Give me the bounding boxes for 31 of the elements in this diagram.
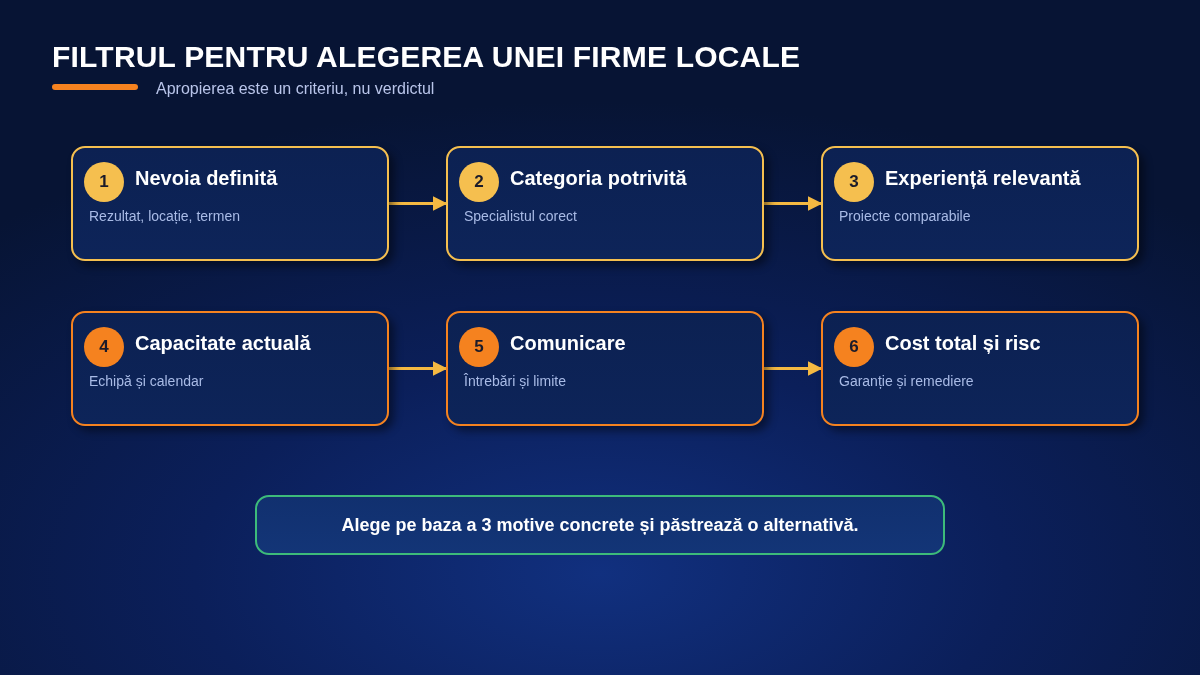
step-number-badge: 4 (84, 327, 124, 367)
step-number-badge: 2 (459, 162, 499, 202)
title: FILTRUL PENTRU ALEGEREA UNEI FIRME LOCALE (52, 40, 801, 74)
summary-note: Alege pe baza a 3 motive concrete și păstrează o alternativă. (255, 495, 945, 555)
step-description: Întrebări și limite (464, 373, 566, 389)
step-title: Categoria potrivită (510, 167, 687, 190)
step-card (71, 311, 389, 426)
step-number-badge: 6 (834, 327, 874, 367)
step-title: Nevoia definită (135, 167, 278, 190)
step-description: Echipă și calendar (89, 373, 204, 389)
step-title: Comunicare (510, 332, 626, 355)
step-number-badge: 5 (459, 327, 499, 367)
step-title: Capacitate actuală (135, 332, 311, 355)
step-number-badge: 1 (84, 162, 124, 202)
step-card (821, 146, 1139, 261)
arrow (389, 196, 448, 211)
step-card (71, 146, 389, 261)
step-description: Rezultat, locație, termen (89, 208, 240, 224)
step-description: Garanție și remediere (839, 373, 974, 389)
arrow (389, 361, 448, 376)
step-number-badge: 3 (834, 162, 874, 202)
step-title: Experiență relevantă (885, 167, 1081, 190)
step-description: Proiecte comparabile (839, 208, 971, 224)
step-card (446, 146, 764, 261)
subtitle: Apropierea este un criteriu, nu verdictul (156, 80, 435, 98)
step-card (446, 311, 764, 426)
step-description: Specialistul corect (464, 208, 577, 224)
step-title: Cost total și risc (885, 332, 1041, 355)
step-card (821, 311, 1139, 426)
arrow (764, 196, 823, 211)
arrow (764, 361, 823, 376)
